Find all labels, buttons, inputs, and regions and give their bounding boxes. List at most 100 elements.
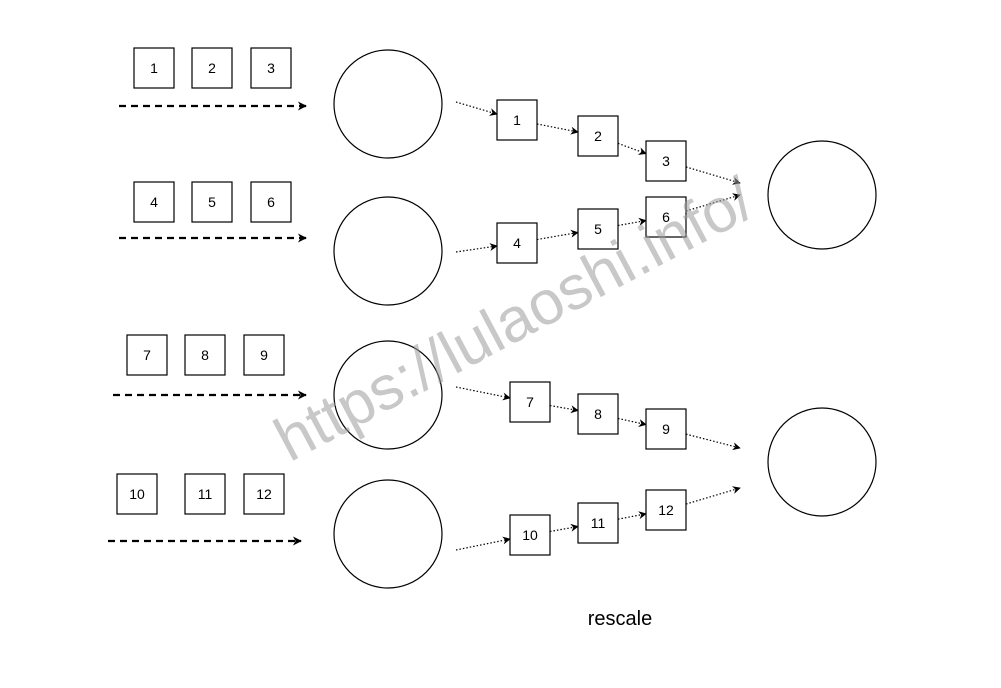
flow-arrow-3-1 <box>617 511 647 520</box>
flow-box-10-label: 10 <box>522 527 538 543</box>
flow-box-12-frame <box>645 489 687 531</box>
flow-box-4: 4 <box>496 222 538 264</box>
input-box-11-frame <box>184 473 226 515</box>
flow-box-7: 7 <box>509 381 551 423</box>
flow-arrow-0-0 <box>536 123 579 135</box>
flow-box-10-frame <box>509 514 551 556</box>
upstream-node-3 <box>333 340 443 450</box>
watermark-text: https://lulaoshi.info/ <box>264 164 766 474</box>
flow-arrows <box>455 101 741 551</box>
flow-box-2-frame <box>577 115 619 157</box>
input-box-8-frame <box>184 334 226 376</box>
input-box-12-label: 12 <box>256 486 272 502</box>
flow-box-2: 2 <box>577 115 619 157</box>
input-box-9-frame <box>243 334 285 376</box>
input-box-11: 11 <box>184 473 226 515</box>
flow-arrow-0-1 <box>617 142 647 155</box>
flow-arrow-1-1 <box>617 217 647 227</box>
flow-box-4-frame <box>496 222 538 264</box>
flow-arrow-0-in <box>455 101 498 116</box>
flow-box-6-frame <box>645 196 687 238</box>
input-box-10: 10 <box>116 473 158 515</box>
flow-arrow-1-in <box>455 243 498 253</box>
input-box-6-label: 6 <box>267 194 275 210</box>
input-box-6: 6 <box>250 181 292 223</box>
flow-arrow-3-in <box>455 536 511 551</box>
input-row-2: 4 5 6 <box>119 181 307 243</box>
input-row-4: 10 11 12 <box>108 473 302 546</box>
flow-box-1: 1 <box>496 99 538 141</box>
flow-arrow-2-out <box>685 433 741 451</box>
upstream-nodes <box>333 49 443 589</box>
flow-arrow-3-0 <box>549 523 579 533</box>
flow-box-7-label: 7 <box>526 394 534 410</box>
flow-box-12-label: 12 <box>658 502 674 518</box>
flow-box-1-label: 1 <box>513 112 521 128</box>
input-box-7-label: 7 <box>143 347 151 363</box>
flow-arrow-1-0 <box>536 229 579 241</box>
flow-box-12: 12 <box>645 489 687 531</box>
flow-box-8: 8 <box>577 393 619 435</box>
input-box-8-label: 8 <box>201 347 209 363</box>
flow-arrow-2-in <box>455 386 511 401</box>
input-box-4-label: 4 <box>150 194 158 210</box>
input-box-1-frame <box>133 47 175 89</box>
input-box-2-frame <box>191 47 233 89</box>
input-box-5-label: 5 <box>208 194 216 210</box>
input-box-8: 8 <box>184 334 226 376</box>
input-box-7: 7 <box>126 334 168 376</box>
flow-box-1-frame <box>496 99 538 141</box>
flow-box-5-frame <box>577 208 619 250</box>
downstream-node-1 <box>767 140 877 250</box>
input-box-1-label: 1 <box>150 60 158 76</box>
flow-box-5-label: 5 <box>594 221 602 237</box>
input-box-2: 2 <box>191 47 233 89</box>
input-row-3: 7 8 9 <box>113 334 307 400</box>
input-box-3-label: 3 <box>267 60 275 76</box>
input-box-12: 12 <box>243 473 285 515</box>
flow-arrow-2-0 <box>549 404 579 414</box>
input-box-5: 5 <box>191 181 233 223</box>
flow-arrow-3-out <box>685 486 741 505</box>
upstream-node-4 <box>333 479 443 589</box>
flow-box-2-label: 2 <box>594 128 602 144</box>
downstream-node-2 <box>767 407 877 517</box>
caption-rescale: rescale <box>588 608 652 630</box>
input-box-4-frame <box>133 181 175 223</box>
flow-box-7-frame <box>509 381 551 423</box>
flow-box-11: 11 <box>577 502 619 544</box>
flow-box-6-label: 6 <box>662 209 670 225</box>
input-box-3-frame <box>250 47 292 89</box>
flow-arrow-1-out <box>685 193 741 212</box>
flow-box-10: 10 <box>509 514 551 556</box>
flow-box-9-label: 9 <box>662 421 670 437</box>
flow-box-9: 9 <box>645 408 687 450</box>
input-box-10-label: 10 <box>129 486 145 502</box>
upstream-node-2 <box>333 196 443 306</box>
input-box-1: 1 <box>133 47 175 89</box>
flow-box-11-frame <box>577 502 619 544</box>
input-box-11-label: 11 <box>198 486 213 502</box>
input-box-12-frame <box>243 473 285 515</box>
flow-box-4-label: 4 <box>513 235 521 251</box>
flow-box-6: 6 <box>645 196 687 238</box>
input-box-3: 3 <box>250 47 292 89</box>
downstream-nodes <box>767 140 877 517</box>
flow-arrow-0-out <box>685 166 741 185</box>
input-box-7-frame <box>126 334 168 376</box>
flow-box-5: 5 <box>577 208 619 250</box>
flow-box-8-frame <box>577 393 619 435</box>
flow-box-8-label: 8 <box>594 406 602 422</box>
input-box-5-frame <box>191 181 233 223</box>
input-box-6-frame <box>250 181 292 223</box>
input-box-9-label: 9 <box>260 347 268 363</box>
input-box-2-label: 2 <box>208 60 216 76</box>
flow-box-3-label: 3 <box>662 153 670 169</box>
input-box-9: 9 <box>243 334 285 376</box>
upstream-node-1 <box>333 49 443 159</box>
flow-box-11-label: 11 <box>591 515 606 531</box>
flow-box-9-frame <box>645 408 687 450</box>
